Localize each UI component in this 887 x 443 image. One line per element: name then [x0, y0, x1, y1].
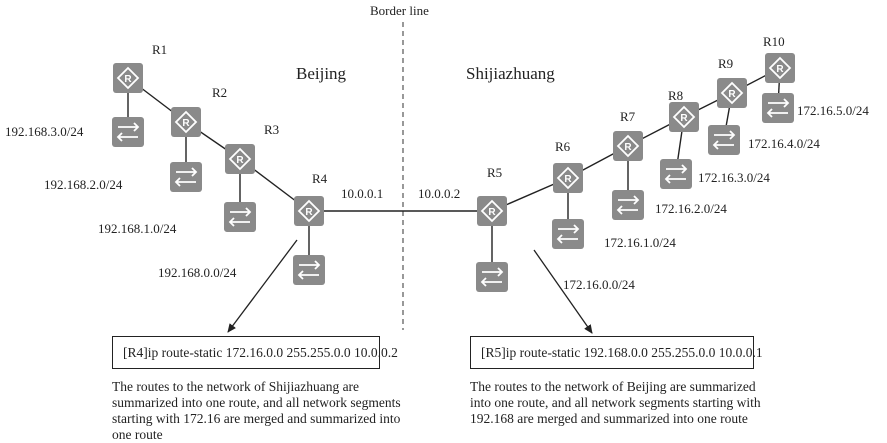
router-icon — [552, 162, 584, 194]
command-text-r4: [R4]ip route-static 172.16.0.0 255.255.0… — [123, 345, 398, 360]
switch-icon — [551, 218, 585, 250]
region-shijiazhuang-label: Shijiazhuang — [466, 64, 555, 83]
network-label: 172.16.2.0/24 — [655, 201, 727, 216]
router-label-r10: R10 — [763, 34, 785, 49]
link-ip-r4: 10.0.0.1 — [341, 186, 384, 201]
router-label-r4: R4 — [312, 171, 328, 186]
arrow-r4-command — [227, 239, 298, 333]
link-ip-r5: 10.0.0.2 — [418, 186, 461, 201]
router-label-r8: R8 — [668, 88, 684, 103]
command-box-r4: [R4]ip route-static 172.16.0.0 255.255.0… — [112, 336, 398, 369]
router-icon — [716, 77, 748, 109]
network-label: 192.168.1.0/24 — [98, 221, 177, 236]
router-icon — [170, 106, 202, 138]
switch-icon — [611, 189, 645, 221]
network-label: 192.168.0.0/24 — [158, 265, 237, 280]
switch-icon — [659, 158, 693, 190]
command-box-r5: [R5]ip route-static 192.168.0.0 255.255.… — [470, 336, 763, 369]
network-label: 192.168.2.0/24 — [44, 177, 123, 192]
switch-icon — [761, 92, 795, 124]
switch-icon — [475, 261, 509, 293]
network-label: 172.16.3.0/24 — [698, 170, 770, 185]
region-beijing-label: Beijing — [296, 64, 347, 83]
border-line-label: Border line — [370, 3, 429, 18]
router-label-r5: R5 — [487, 165, 503, 180]
router-label-r9: R9 — [718, 56, 734, 71]
caption-left: The routes to the network of Shijiazhuan… — [112, 379, 401, 442]
switch-icon — [223, 201, 257, 233]
router-label-r6: R6 — [555, 139, 571, 154]
router-icon — [476, 195, 508, 227]
router-label-r3: R3 — [264, 122, 280, 137]
router-label-r2: R2 — [212, 85, 228, 100]
switch-icon — [169, 161, 203, 193]
network-label: 172.16.1.0/24 — [604, 235, 676, 250]
router-label-r1: R1 — [152, 42, 168, 57]
caption-right: The routes to the network of Beijing are… — [470, 379, 761, 426]
router-icon — [293, 195, 325, 227]
arrow-r5-command — [533, 249, 593, 334]
network-label: 192.168.3.0/24 — [5, 124, 84, 139]
switch-icon — [292, 254, 326, 286]
router-icon — [668, 101, 700, 133]
switch-icon — [111, 116, 145, 148]
router-label-r7: R7 — [620, 109, 636, 124]
network-label: 172.16.5.0/24 — [797, 103, 869, 118]
router-icon — [112, 62, 144, 94]
router-icon — [612, 130, 644, 162]
router-icon — [224, 143, 256, 175]
network-label: 172.16.4.0/24 — [748, 136, 820, 151]
router-icon — [764, 52, 796, 84]
network-label: 172.16.0.0/24 — [563, 277, 635, 292]
switch-icon — [707, 124, 741, 156]
command-text-r5: [R5]ip route-static 192.168.0.0 255.255.… — [481, 345, 763, 360]
